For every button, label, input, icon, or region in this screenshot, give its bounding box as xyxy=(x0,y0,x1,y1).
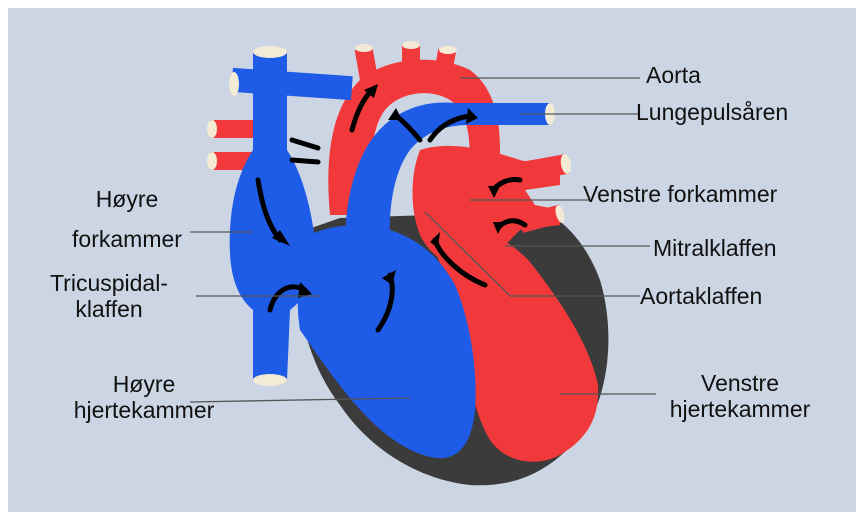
aorta-branch-3-opening xyxy=(439,46,457,54)
label-tricuspidalklaffen-line2: klaffen xyxy=(24,296,194,322)
pulmonary-vein-upper-left-opening xyxy=(207,120,217,138)
label-venstre-forkammer: Venstre forkammer xyxy=(583,181,777,207)
label-aortaklaffen: Aortaklaffen xyxy=(640,283,762,309)
label-mitralklaffen: Mitralklaffen xyxy=(653,235,777,261)
label-tricuspidalklaffen: Tricuspidal- klaffen xyxy=(24,270,194,322)
label-venstre-hjertekammer-line1: Venstre xyxy=(640,370,840,396)
aorta-branch-2 xyxy=(402,44,420,80)
label-hoyre-hjertekammer-line2: hjertekammer xyxy=(44,397,244,423)
pulmonary-branch-left-opening xyxy=(229,72,239,96)
label-hoyre-forkammer-line2: forkammer xyxy=(62,226,192,252)
label-hoyre-forkammer: Høyre forkammer xyxy=(62,186,192,252)
label-hoyre-hjertekammer-line1: Høyre xyxy=(44,371,244,397)
flow-arrow-pulmonary-veins-left-2 xyxy=(292,160,318,162)
label-hoyre-hjertekammer: Høyre hjertekammer xyxy=(44,371,244,423)
label-lungepulsaren: Lungepulsåren xyxy=(636,99,788,125)
pulmonary-branch-left xyxy=(231,68,352,100)
superior-vena-cava-opening xyxy=(253,46,287,58)
pulmonary-vein-lower-left-opening xyxy=(207,152,217,170)
inferior-vena-cava-opening xyxy=(253,374,287,386)
label-aorta: Aorta xyxy=(646,62,701,88)
label-venstre-hjertekammer-line2: hjertekammer xyxy=(640,396,840,422)
aorta-branch-1-opening xyxy=(355,44,373,52)
label-hoyre-forkammer-line1: Høyre xyxy=(62,186,192,212)
label-tricuspidalklaffen-line1: Tricuspidal- xyxy=(24,270,194,296)
label-venstre-hjertekammer: Venstre hjertekammer xyxy=(640,370,840,422)
flow-arrow-pulmonary-veins-left xyxy=(292,140,318,148)
aorta-branch-2-opening xyxy=(402,41,420,49)
